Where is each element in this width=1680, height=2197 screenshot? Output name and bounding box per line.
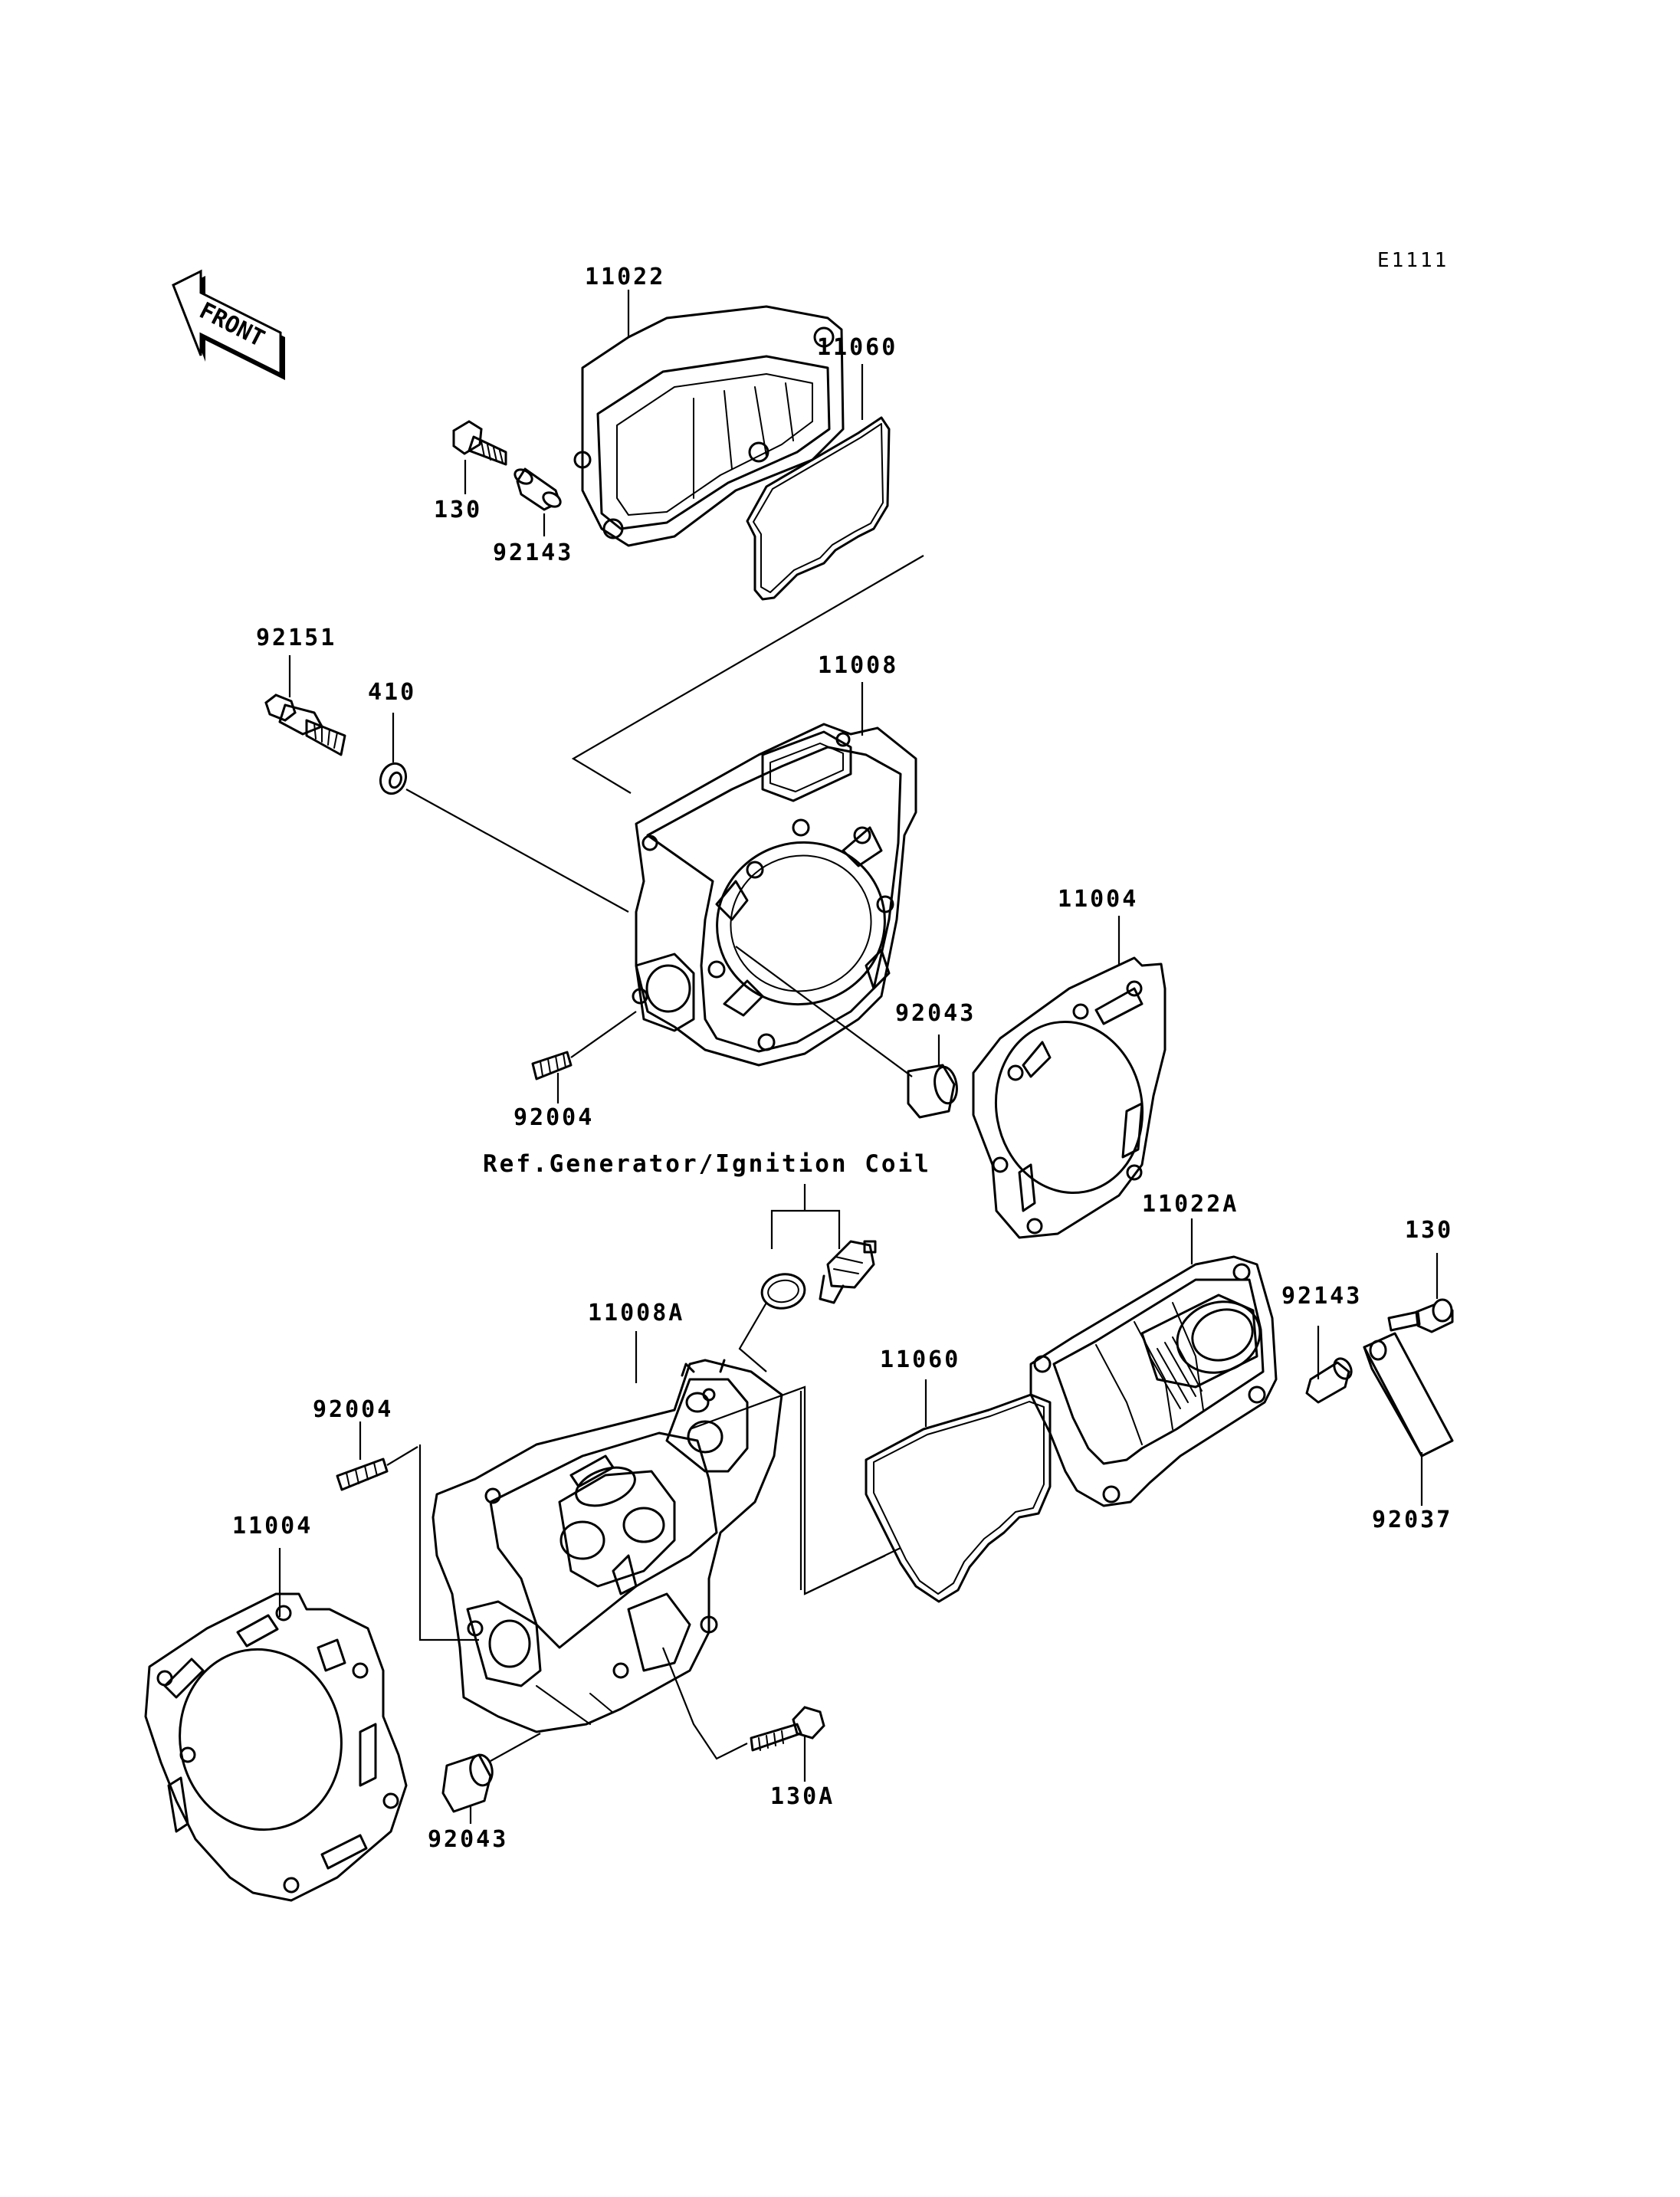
- part-label-92037: 92037: [1372, 1507, 1453, 1533]
- head-gasket-11004-right: [972, 956, 1166, 1239]
- head-gasket-11004-left: [144, 1592, 408, 1902]
- head-cover-gasket-mid: [865, 1393, 1052, 1603]
- bolt-130A: [750, 1706, 825, 1752]
- dowel-92043-top: [907, 1064, 958, 1119]
- ref-bracket: [770, 1184, 841, 1249]
- diagram-code: E1111: [1377, 249, 1449, 272]
- washer-410: [379, 762, 408, 795]
- part-label-92004-left: 92004: [313, 1396, 394, 1423]
- part-label-11022A: 11022A: [1142, 1191, 1239, 1218]
- part-label-11022: 11022: [585, 264, 666, 290]
- part-label-11008A: 11008A: [588, 1300, 685, 1326]
- reference-note: Ref.Generator/Ignition Coil: [483, 1150, 931, 1178]
- part-label-11004-left: 11004: [232, 1513, 313, 1540]
- part-label-410: 410: [368, 679, 417, 706]
- cylinder-head-11008A: [431, 1359, 783, 1733]
- part-label-92043-top: 92043: [895, 1000, 976, 1027]
- cylinder-head-cover-11022A: [1029, 1255, 1278, 1507]
- part-label-92151: 92151: [256, 625, 337, 651]
- part-label-92143-top: 92143: [493, 539, 574, 566]
- cylinder-head-cover-top: [573, 305, 845, 547]
- stud-92004-top: [531, 1051, 573, 1080]
- part-label-130-top: 130: [434, 497, 483, 523]
- oring-part: [760, 1273, 806, 1310]
- part-label-130A: 130A: [770, 1783, 835, 1810]
- fitting-92151: [264, 694, 346, 756]
- part-label-11004-right: 11004: [1058, 886, 1139, 913]
- sensor-part: [819, 1240, 877, 1304]
- part-label-92143-right: 92143: [1281, 1283, 1363, 1310]
- part-label-11060-top: 11060: [817, 334, 898, 361]
- bolt-130-right: [1387, 1298, 1454, 1333]
- bracket-92037: [1363, 1332, 1454, 1458]
- part-label-11060-mid: 11060: [880, 1346, 961, 1373]
- dowel-92043-bottom: [441, 1753, 494, 1813]
- part-label-11008: 11008: [818, 652, 899, 679]
- part-label-130-right: 130: [1405, 1217, 1454, 1244]
- dowel-92143-right: [1305, 1357, 1353, 1404]
- dowel-92143-top: [514, 467, 562, 511]
- head-cover-gasket-top: [746, 416, 891, 601]
- front-arrow-icon: FRONT: [172, 269, 285, 380]
- stud-92004-left: [336, 1458, 389, 1491]
- bolt-130-top: [452, 420, 507, 466]
- part-label-92043-bottom: 92043: [428, 1826, 509, 1853]
- cylinder-head-11008: [632, 723, 917, 1067]
- part-label-92004-top: 92004: [514, 1104, 595, 1131]
